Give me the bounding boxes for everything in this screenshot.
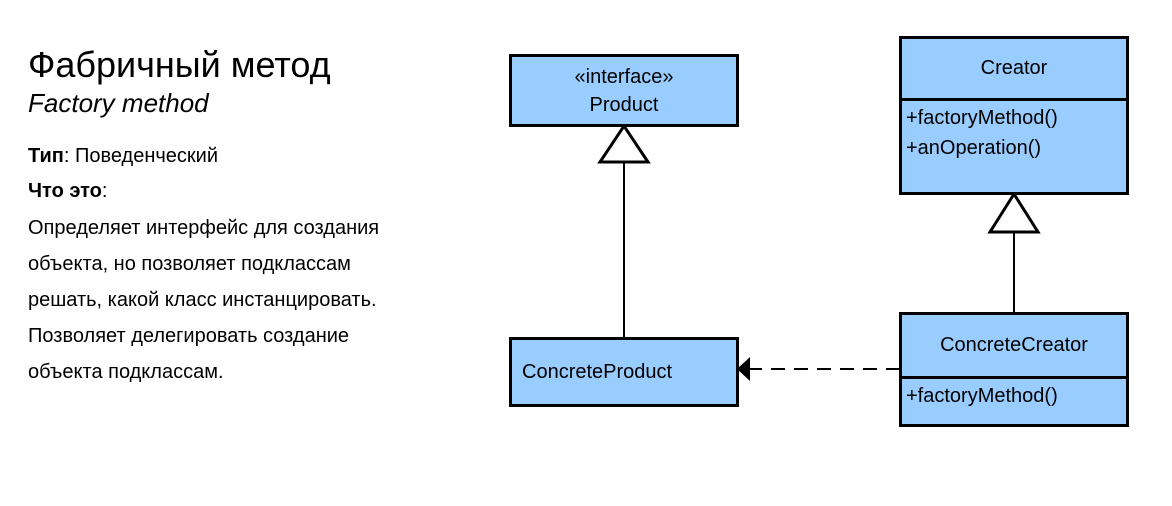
product-inheritance-arrow (597, 123, 651, 164)
creator-op: +anOperation() (906, 137, 1042, 159)
what-colon: : (101, 180, 108, 202)
creator-class: Creator +factoryMethod() +anOperation() (899, 36, 1129, 195)
concrete-creator-class: ConcreteCreator +factoryMethod() (899, 312, 1129, 427)
creator-op: +factoryMethod() (906, 107, 1058, 129)
creator-inheritance-arrow (987, 191, 1041, 234)
product-name: Product (589, 93, 659, 116)
concrete-creator-name: ConcreteCreator (902, 315, 1126, 379)
type-value: : Поведенческий (63, 145, 219, 167)
page-title: Фабричный метод (28, 44, 331, 85)
concrete-product-name: ConcreteProduct (522, 360, 673, 383)
product-stereotype: «interface» (574, 65, 674, 88)
type-label: Тип (28, 145, 64, 167)
product-class: «interface» Product (509, 54, 739, 127)
concrete-creator-op: +factoryMethod() (906, 385, 1058, 407)
page-subtitle: Factory method (28, 88, 209, 118)
dependency-arrowhead (737, 357, 750, 381)
what-line: Что это: (28, 180, 107, 203)
creator-name: Creator (902, 39, 1126, 101)
concrete-product-class: ConcreteProduct (509, 337, 739, 407)
type-line: Тип: Поведенческий (28, 145, 218, 168)
what-label: Что это (28, 180, 102, 202)
description: Определяет интерфейс для создания объект… (28, 217, 380, 383)
